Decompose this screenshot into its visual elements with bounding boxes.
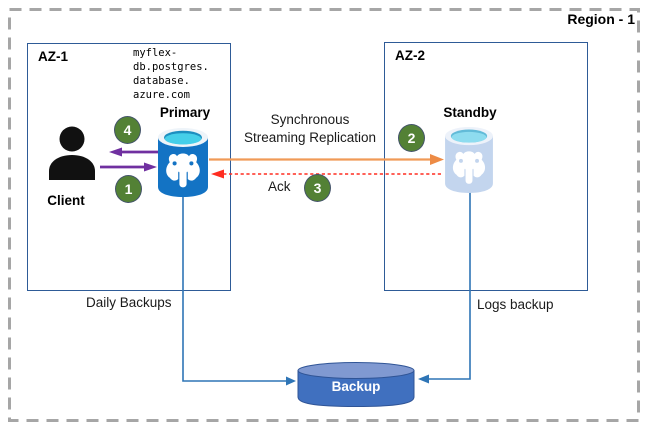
az1-label: AZ-1 bbox=[38, 49, 68, 64]
standby-label: Standby bbox=[443, 105, 497, 120]
elephant-glyph bbox=[166, 153, 200, 188]
primary-label: Primary bbox=[159, 105, 211, 120]
step-badge-3: 3 bbox=[304, 174, 331, 202]
backup-label: Backup bbox=[331, 379, 381, 394]
replication-label: Synchronous Streaming Replication bbox=[243, 112, 377, 145]
elephant-glyph bbox=[452, 151, 486, 184]
ack-label: Ack bbox=[268, 179, 291, 194]
client-icon bbox=[49, 126, 95, 180]
az2-label: AZ-2 bbox=[395, 48, 425, 63]
primary-database-icon bbox=[158, 128, 208, 197]
step-badge-1: 1 bbox=[115, 175, 142, 203]
primary-hostname: myflex- db.postgres. database. azure.com bbox=[133, 47, 209, 101]
step-badge-4: 4 bbox=[114, 116, 141, 144]
backup-cylinder-icon bbox=[297, 362, 415, 407]
standby-database-icon bbox=[445, 126, 493, 193]
region-label: Region - 1 bbox=[567, 11, 635, 27]
logs-backup-label: Logs backup bbox=[477, 297, 554, 312]
client-label: Client bbox=[47, 193, 85, 208]
daily-backups-label: Daily Backups bbox=[86, 295, 172, 310]
step-badge-2: 2 bbox=[398, 124, 425, 152]
